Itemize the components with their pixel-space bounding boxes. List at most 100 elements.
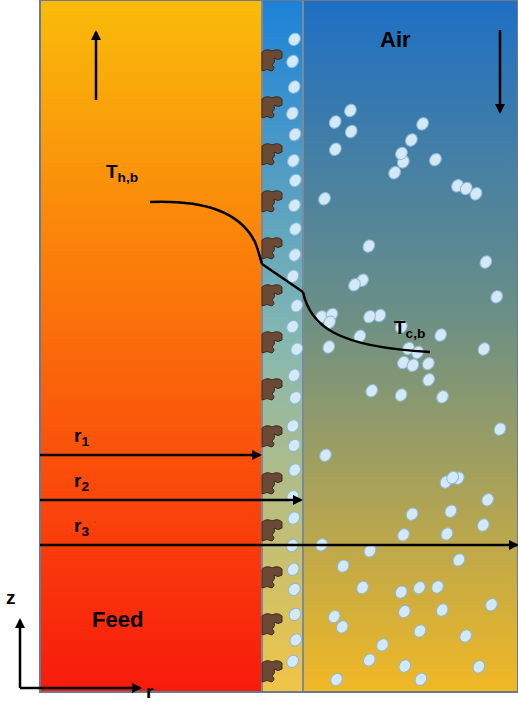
water-droplet (285, 152, 301, 169)
water-droplet (458, 180, 474, 197)
water-droplet (396, 603, 412, 620)
pore-symbol (262, 191, 282, 212)
water-droplet (287, 126, 303, 143)
water-droplet (429, 578, 445, 595)
water-droplet (346, 276, 362, 293)
water-droplet (444, 469, 460, 486)
water-droplet (483, 596, 499, 613)
water-droplet (289, 341, 305, 358)
pore-symbol (262, 426, 282, 447)
water-droplet (284, 53, 300, 70)
air-flow-arrow (499, 30, 502, 112)
water-droplet (393, 584, 409, 601)
pore-symbol (262, 661, 282, 682)
water-droplet (386, 164, 402, 181)
water-droplet (327, 141, 343, 158)
radius-label: r2 (74, 471, 89, 494)
water-droplet (287, 389, 303, 406)
water-droplet (414, 115, 430, 132)
water-droplet (287, 246, 303, 263)
water-droplet (286, 437, 302, 454)
water-droplet (285, 488, 301, 505)
module-frame (40, 0, 518, 692)
membrane-pores (262, 50, 282, 682)
water-droplet (457, 628, 473, 645)
water-droplet (395, 526, 411, 543)
water-droplet (393, 387, 409, 404)
water-droplet (393, 145, 409, 162)
membrane-temperature-profile (262, 264, 303, 292)
water-droplet (287, 172, 303, 189)
channel-label: Feed (92, 608, 143, 632)
water-droplet (285, 417, 301, 434)
water-droplet (405, 357, 421, 374)
radius-label: r1 (74, 426, 89, 449)
radius-arrow (40, 499, 301, 502)
channel-label: Air (380, 28, 411, 52)
z-axis (19, 620, 22, 688)
water-droplet (476, 341, 492, 358)
axis-label: z (6, 588, 16, 609)
water-droplet (286, 367, 302, 384)
temperature-label: Tc,b (394, 318, 425, 341)
feed-flow-arrow (95, 32, 98, 100)
water-droplet (361, 238, 377, 255)
water-droplet (475, 517, 491, 534)
water-droplet (443, 503, 459, 520)
water-droplet (334, 618, 350, 635)
water-droplet (317, 447, 333, 464)
water-droplet (478, 254, 494, 271)
pore-symbol (262, 473, 282, 494)
temperature-label: Th,b (106, 162, 138, 185)
water-droplet (403, 131, 419, 148)
air-region (303, 0, 518, 692)
r-axis (20, 687, 140, 690)
water-droplet (488, 288, 504, 305)
water-droplet (432, 327, 448, 344)
water-droplet (412, 623, 428, 640)
water-droplet (327, 114, 343, 131)
pore-symbol (262, 614, 282, 635)
water-droplet (286, 510, 302, 527)
water-droplet (434, 388, 450, 405)
pore-symbol (262, 332, 282, 353)
water-droplet (411, 579, 427, 596)
water-droplet (413, 671, 429, 688)
cold-temperature-profile (303, 292, 430, 352)
radius-label: r3 (74, 516, 89, 539)
water-droplet (287, 606, 303, 623)
water-droplet (404, 506, 420, 523)
feed-channel: Feed (40, 0, 262, 692)
water-droplet (286, 197, 302, 214)
water-droplet (321, 314, 337, 331)
water-droplet (343, 123, 359, 140)
water-droplet (286, 31, 302, 48)
water-droplet (288, 297, 304, 314)
water-droplet (492, 421, 508, 438)
pore-symbol (262, 97, 282, 118)
pore-symbol (262, 379, 282, 400)
water-droplet (321, 339, 337, 356)
pore-symbol (262, 520, 282, 541)
air-channel: Air (303, 0, 518, 692)
water-droplet (284, 653, 300, 670)
pore-symbol (262, 50, 282, 71)
water-droplet (434, 602, 450, 619)
water-droplet (439, 525, 455, 542)
water-droplet (397, 658, 413, 675)
axis-label: r (146, 682, 153, 703)
radius-arrow (40, 544, 517, 547)
water-droplet (286, 581, 302, 598)
water-droplet (420, 355, 436, 372)
radius-arrow (40, 454, 260, 457)
water-droplet (287, 462, 303, 479)
water-droplet (361, 651, 377, 668)
water-droplet (287, 220, 303, 237)
water-droplet (374, 636, 390, 653)
water-droplet (361, 308, 377, 325)
pore-symbol (262, 238, 282, 259)
water-droplet (479, 491, 495, 508)
water-droplet (342, 102, 358, 119)
